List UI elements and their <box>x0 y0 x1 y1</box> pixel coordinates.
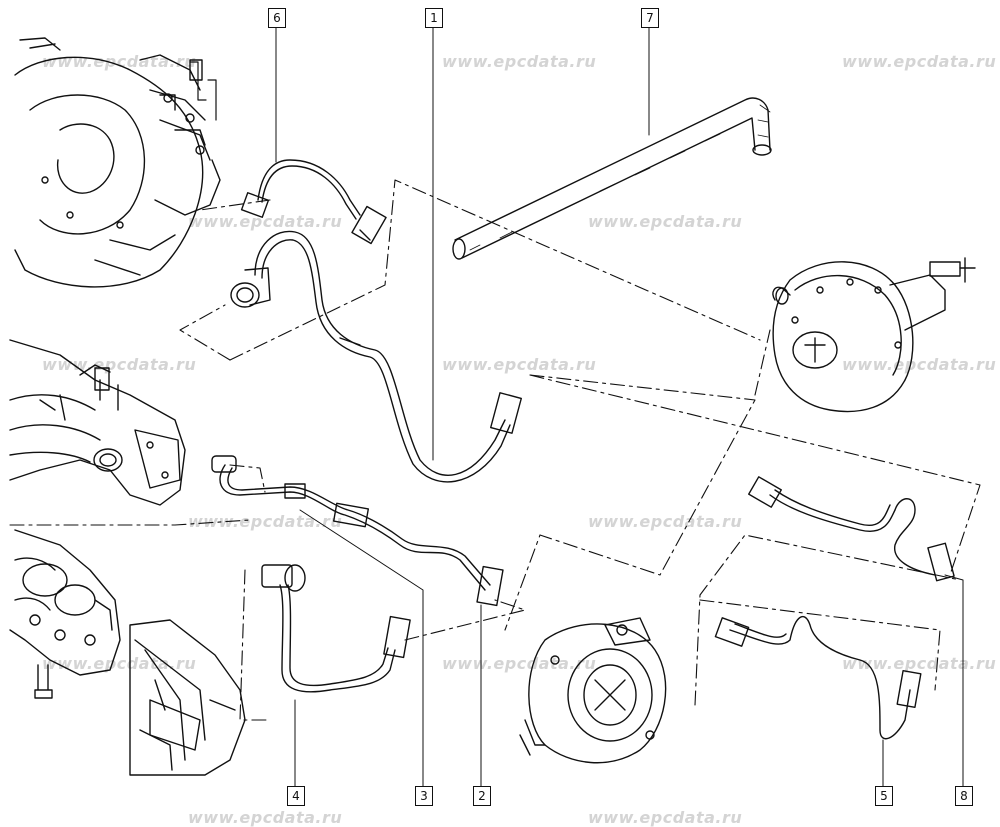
watermark: www.epcdata.ru <box>588 512 743 531</box>
callout-2[interactable]: 2 <box>473 786 491 806</box>
leader-lines <box>275 27 964 791</box>
engine-block-top <box>14 37 221 288</box>
callout-5[interactable]: 5 <box>875 786 893 806</box>
callout-3[interactable]: 3 <box>415 786 433 806</box>
pipe-part-5 <box>714 615 922 740</box>
hose-part-7 <box>452 97 772 260</box>
callout-8[interactable]: 8 <box>955 786 973 806</box>
watermark: www.epcdata.ru <box>442 654 597 673</box>
watermark: www.epcdata.ru <box>842 52 997 71</box>
pipe-part-3 <box>211 455 504 607</box>
watermark: www.epcdata.ru <box>588 212 743 231</box>
brake-servo <box>772 257 976 413</box>
watermark: www.epcdata.ru <box>842 355 997 374</box>
watermark: www.epcdata.ru <box>442 52 597 71</box>
callout-7[interactable]: 7 <box>641 8 659 28</box>
cylinder-head <box>9 529 121 699</box>
watermark: www.epcdata.ru <box>188 212 343 231</box>
watermark: www.epcdata.ru <box>188 512 343 531</box>
pipe-part-8 <box>748 476 955 582</box>
watermark: www.epcdata.ru <box>842 654 997 673</box>
assembly-dashed-lines <box>9 179 981 721</box>
watermark: www.epcdata.ru <box>442 355 597 374</box>
callout-1[interactable]: 1 <box>425 8 443 28</box>
pipe-part-6 <box>240 159 387 245</box>
pipe-part-1 <box>230 230 522 483</box>
callout-6[interactable]: 6 <box>268 8 286 28</box>
vacuum-pump <box>519 617 667 764</box>
gearbox-housing <box>129 619 246 776</box>
intake-manifold <box>9 339 186 506</box>
pipe-part-4 <box>261 564 411 693</box>
callout-4[interactable]: 4 <box>287 786 305 806</box>
